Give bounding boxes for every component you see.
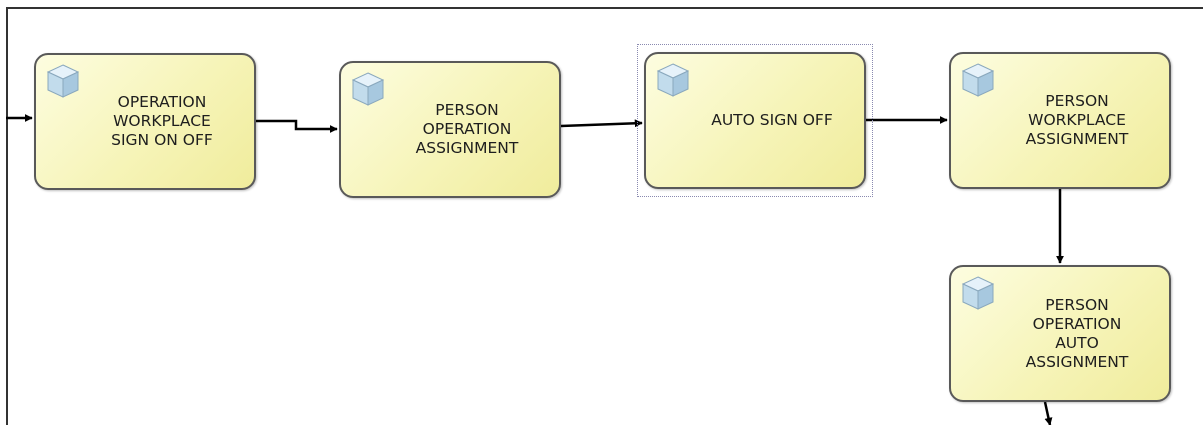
node-label: PERSON OPERATION ASSIGNMENT xyxy=(415,101,519,157)
edge-arrow[interactable] xyxy=(256,119,338,133)
cube-icon xyxy=(351,71,385,107)
node-label: AUTO SIGN OFF xyxy=(711,111,833,129)
edge-arrow[interactable] xyxy=(560,119,643,128)
edge-arrow[interactable] xyxy=(1043,401,1053,425)
node-label: OPERATION WORKPLACE SIGN ON OFF xyxy=(111,93,213,149)
node-person-operation-assignment[interactable]: PERSON OPERATION ASSIGNMENT xyxy=(339,61,561,198)
node-operation-workplace-sign-on-off[interactable]: OPERATION WORKPLACE SIGN ON OFF xyxy=(34,53,256,190)
node-label: PERSON WORKPLACE ASSIGNMENT xyxy=(1025,92,1129,148)
node-person-workplace-assignment[interactable]: PERSON WORKPLACE ASSIGNMENT xyxy=(949,52,1171,189)
cube-icon xyxy=(46,63,80,99)
cube-icon xyxy=(961,275,995,311)
cube-icon xyxy=(961,62,995,98)
node-auto-sign-off[interactable]: AUTO SIGN OFF xyxy=(644,52,866,189)
node-label: PERSON OPERATION AUTO ASSIGNMENT xyxy=(1025,295,1129,371)
node-person-operation-auto-assignment[interactable]: PERSON OPERATION AUTO ASSIGNMENT xyxy=(949,265,1171,402)
cube-icon xyxy=(656,62,690,98)
